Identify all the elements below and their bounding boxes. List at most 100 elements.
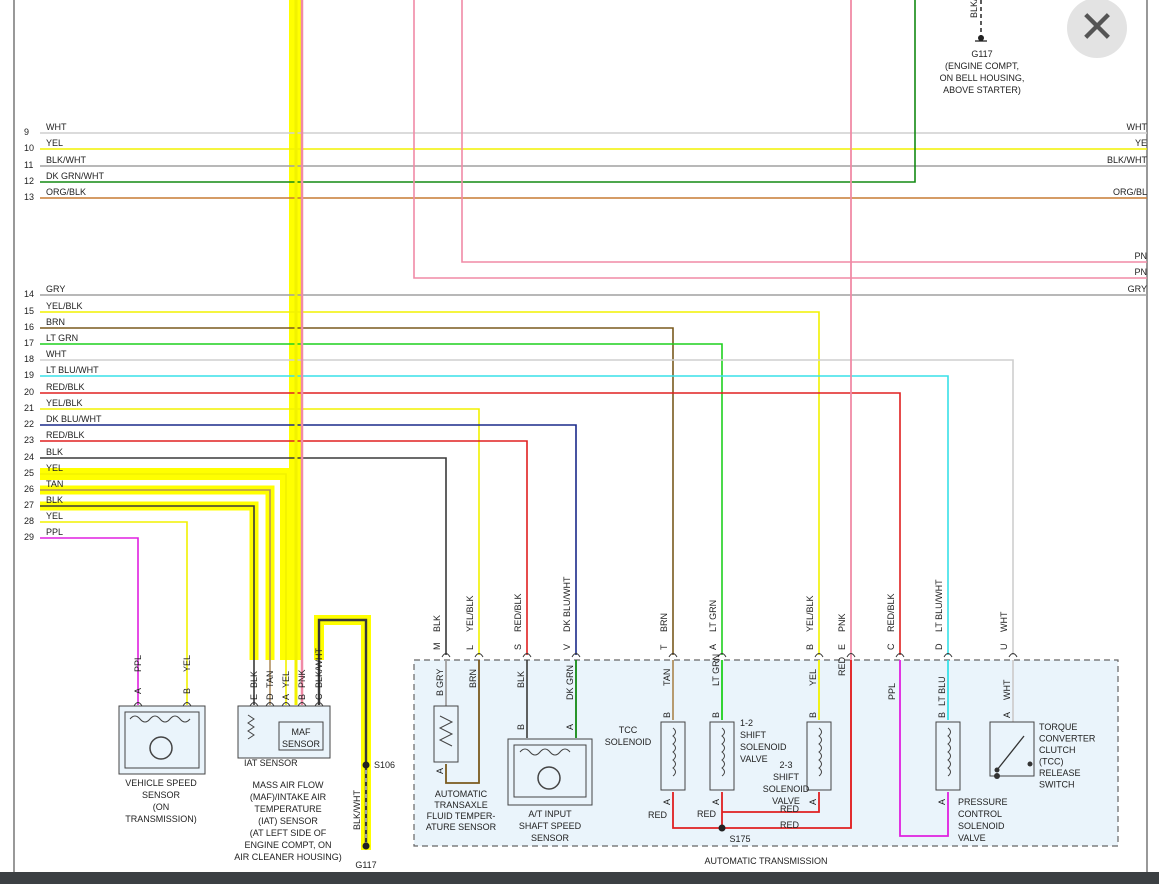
row-label-left-20: RED/BLK	[46, 382, 85, 392]
trans-pin-U: U	[999, 644, 1009, 651]
maf-label: ENGINE COMPT, ON	[244, 840, 331, 850]
trans-wire-RED-BLK: RED/BLK	[886, 593, 896, 632]
ss12-wire-label: LT GRN	[711, 654, 721, 686]
tccsw-label: CONVERTER	[1039, 734, 1096, 744]
row-number-10: 10	[24, 143, 34, 153]
tccsw-label: (TCC)	[1039, 757, 1064, 767]
trans-pin-B: B	[805, 644, 815, 650]
vss-wire-PPL: PPL	[133, 655, 143, 672]
row-label-left-22: DK BLU/WHT	[46, 414, 102, 424]
tccsw-contact	[1027, 761, 1033, 767]
maf-wire-BLK/WHT: BLK/WHT	[314, 647, 324, 688]
trans-wire-YEL-BLK: YEL/BLK	[465, 595, 475, 632]
vss-wire-YEL: YEL	[182, 655, 192, 672]
row-number-11: 11	[24, 160, 33, 170]
tccsw-ground-dot	[994, 773, 1000, 779]
close-button[interactable]: ✕	[1067, 0, 1127, 58]
tcc-wire-label: TAN	[662, 669, 672, 686]
connector-pin	[249, 702, 259, 707]
row-number-25: 25	[24, 468, 34, 478]
row-label-left-13: ORG/BLK	[46, 187, 86, 197]
input-gear-icon	[537, 766, 561, 790]
row-label-right-5: PN	[1134, 251, 1147, 261]
connector-pin	[571, 653, 581, 658]
connector-pin	[895, 653, 905, 658]
trans-pin-S: S	[513, 644, 523, 650]
row-number-23: 23	[24, 435, 34, 445]
row-label-left-29: PPL	[46, 527, 63, 537]
input-wire-blk: BLK	[516, 671, 526, 688]
ss12-label: VALVE	[740, 754, 768, 764]
tccsw-label: SWITCH	[1039, 780, 1075, 790]
maf-pin-E: E	[249, 694, 259, 700]
ss23-label: SHIFT	[773, 772, 800, 782]
row-label-left-18: WHT	[46, 349, 67, 359]
maf-wire-BLK: BLK	[249, 671, 259, 688]
tcc-box	[660, 721, 686, 791]
ss23-pin-b: B	[808, 712, 818, 718]
row-number-14: 14	[24, 289, 34, 299]
connector-pin	[1008, 653, 1018, 658]
row-number-29: 29	[24, 532, 34, 542]
row-number-9: 9	[24, 127, 29, 137]
trans-wire-BRN: BRN	[659, 613, 669, 632]
row-number-20: 20	[24, 387, 34, 397]
ss12-label: SOLENOID	[740, 742, 787, 752]
row-label-left-14: GRY	[46, 284, 65, 294]
ss23-coil-icon	[818, 727, 822, 777]
row-label-right-14: GRY	[1128, 284, 1147, 294]
bottom-toolbar	[0, 872, 1159, 884]
row-label-right-6: PN	[1134, 267, 1147, 277]
wire-row-17	[40, 343, 723, 655]
wire-red-return	[672, 660, 852, 829]
row-label-left-9: WHT	[46, 122, 67, 132]
row-number-16: 16	[24, 322, 34, 332]
splice-s175-dot	[718, 824, 726, 832]
ft-label: FLUID TEMPER-	[427, 811, 496, 821]
input-coil-icon	[519, 748, 571, 756]
wire-row-29	[40, 537, 139, 705]
trans-pin-E: E	[837, 644, 847, 650]
wire-row-20	[40, 392, 901, 655]
close-icon: ✕	[1078, 2, 1116, 53]
row-label-left-21: YEL/BLK	[46, 398, 83, 408]
connector-pin	[441, 653, 451, 658]
tcc-pin-a: A	[662, 799, 672, 805]
splice-s106-label: S106	[374, 760, 395, 770]
input-sensor-box	[507, 738, 593, 806]
connector-pin	[814, 653, 824, 658]
connector-pin	[943, 653, 953, 658]
ss23-box	[806, 721, 832, 791]
wire-ft-brn	[445, 660, 480, 784]
ft-resistor-icon	[438, 715, 454, 747]
row-label-right-13: ORG/BL	[1113, 187, 1147, 197]
pcs-box	[935, 721, 961, 791]
maf-label: (IAT) SENSOR	[258, 816, 318, 826]
row-number-15: 15	[24, 306, 34, 316]
connector-pin	[314, 702, 324, 707]
tccsw-label: TORQUE	[1039, 722, 1077, 732]
wire-row-24	[40, 457, 447, 655]
row-label-right-10: YE	[1135, 138, 1147, 148]
pcs-pin-b: B	[937, 712, 947, 718]
transmission-title: AUTOMATIC TRANSMISSION	[704, 856, 827, 866]
vss-label: (ON	[153, 802, 170, 812]
row-label-left-11: BLK/WHT	[46, 155, 87, 165]
ground-top-desc: ABOVE STARTER)	[943, 85, 1021, 95]
row-number-12: 12	[24, 176, 34, 186]
vss-gear-icon	[149, 736, 173, 760]
trans-pin-M: M	[432, 643, 442, 651]
row-label-right-11: BLK/WHT	[1107, 155, 1148, 165]
ss23-label: SOLENOID	[763, 784, 810, 794]
row-number-19: 19	[24, 370, 34, 380]
ss23-wire-label: YEL	[808, 669, 818, 686]
wire-row-15	[40, 311, 820, 655]
row-label-left-28: YEL	[46, 511, 63, 521]
trans-wire-LT-GRN: LT GRN	[708, 600, 718, 632]
tcc-pin-b: B	[662, 712, 672, 718]
maf-wire-TAN: TAN	[265, 671, 275, 688]
row-number-18: 18	[24, 354, 34, 364]
connector-pin	[133, 702, 143, 707]
trans-wire-RED-BLK: RED/BLK	[513, 593, 523, 632]
